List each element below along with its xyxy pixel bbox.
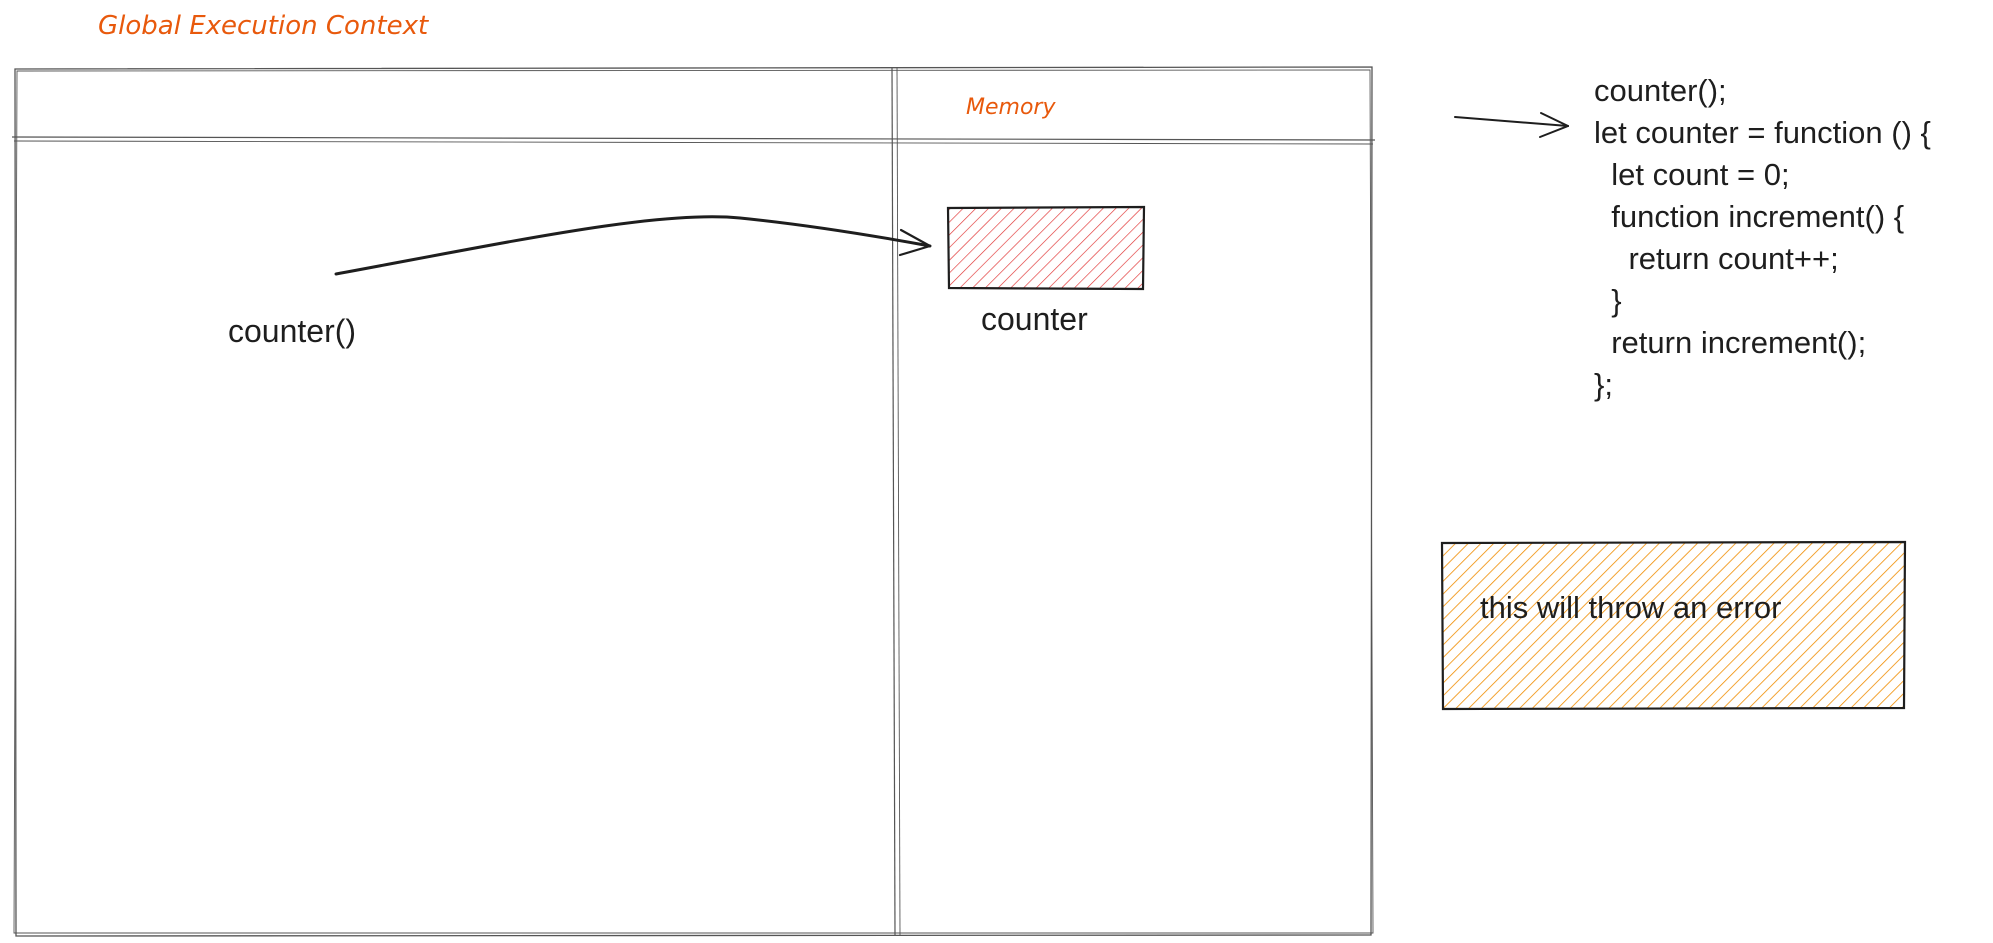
header-divider: [11, 136, 1376, 145]
code-line: }: [1594, 283, 1622, 318]
code-line: let counter = function () {: [1594, 115, 1931, 150]
code-block: counter(); let counter = function () { l…: [1594, 73, 1931, 402]
memory-header: Memory: [966, 95, 1056, 120]
memory-column-divider: [891, 66, 901, 936]
code-line: return increment();: [1594, 325, 1866, 360]
call-to-memory-arrow: [334, 215, 932, 276]
code-line: function increment() {: [1594, 199, 1904, 234]
execution-context-box: [13, 66, 1374, 937]
code-line: counter();: [1594, 73, 1727, 108]
code-line: let count = 0;: [1594, 157, 1790, 192]
call-label: counter(): [228, 313, 356, 349]
code-line: };: [1594, 367, 1613, 402]
code-pointer-arrow: [1454, 112, 1569, 138]
memory-slot-counter: [946, 205, 1146, 291]
code-line: return count++;: [1594, 241, 1839, 276]
error-note-text: this will throw an error: [1480, 590, 1781, 625]
context-title: Global Execution Context: [98, 11, 429, 41]
error-note-box: [1440, 540, 1907, 711]
memory-item-label: counter: [981, 301, 1088, 337]
